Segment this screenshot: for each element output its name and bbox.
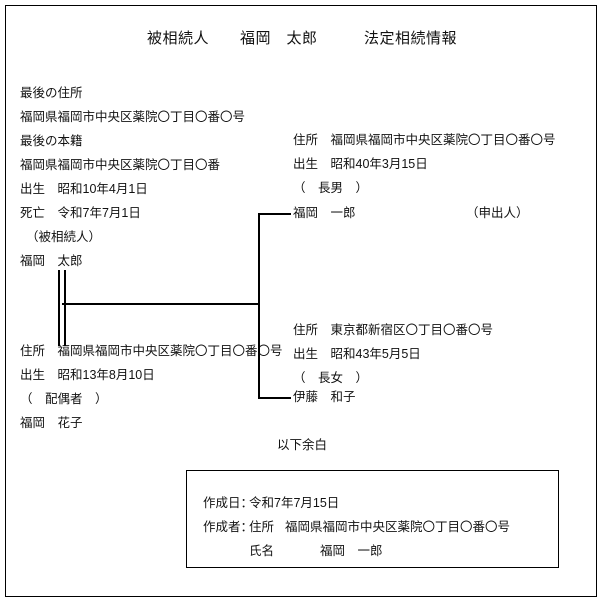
decedent-birth-date: 出生 昭和10年4月1日 bbox=[20, 182, 148, 196]
creation-author-label: 作成者： bbox=[203, 520, 254, 534]
document-border bbox=[5, 5, 597, 597]
heir-1-birth-date: 出生 昭和40年3月15日 bbox=[293, 157, 428, 171]
decedent-last-address-value: 福岡県福岡市中央区薬院〇丁目〇番〇号 bbox=[20, 110, 246, 124]
blank-below-note: 以下余白 bbox=[276, 438, 327, 452]
heir-1-address: 住所 福岡県福岡市中央区薬院〇丁目〇番〇号 bbox=[293, 133, 556, 147]
marriage-line-right bbox=[64, 270, 66, 346]
heir-2-birth-date: 出生 昭和43年5月5日 bbox=[293, 347, 421, 361]
branch-line-heir-1 bbox=[258, 213, 291, 215]
marriage-line-left bbox=[58, 270, 60, 346]
decedent-name: 福岡 太郎 bbox=[20, 254, 83, 268]
heir-1-applicant-mark: （申出人） bbox=[466, 206, 529, 220]
children-spine-line bbox=[258, 213, 260, 399]
spouse-birth-date: 出生 昭和13年8月10日 bbox=[20, 368, 155, 382]
page-title: 被相続人 福岡 太郎 法定相続情報 bbox=[146, 30, 457, 47]
creation-author-name-label: 氏名 bbox=[249, 544, 275, 558]
heir-1-name: 福岡 一郎 bbox=[293, 206, 356, 220]
creation-author-address-value: 福岡県福岡市中央区薬院〇丁目〇番〇号 bbox=[285, 520, 511, 534]
creation-info-box bbox=[186, 470, 559, 568]
spouse-name: 福岡 花子 bbox=[20, 416, 83, 430]
descent-horizontal-line bbox=[62, 303, 259, 305]
heir-1-relation-label: （ 長男 ） bbox=[293, 181, 369, 195]
decedent-last-domicile-label: 最後の本籍 bbox=[20, 134, 83, 148]
heir-2-address: 住所 東京都新宿区〇丁目〇番〇号 bbox=[293, 323, 494, 337]
creation-date-label: 作成日： bbox=[203, 496, 254, 510]
creation-date-value: 令和7年7月15日 bbox=[249, 496, 340, 510]
creation-author-name-value: 福岡 一郎 bbox=[320, 544, 383, 558]
spouse-relation-label: （ 配偶者 ） bbox=[20, 392, 108, 406]
creation-author-address-label: 住所 bbox=[249, 520, 275, 534]
branch-line-heir-2 bbox=[258, 397, 291, 399]
decedent-death-date: 死亡 令和7年7月1日 bbox=[20, 206, 141, 220]
heir-2-name: 伊藤 和子 bbox=[293, 390, 356, 404]
decedent-last-domicile-value: 福岡県福岡市中央区薬院〇丁目〇番 bbox=[20, 158, 221, 172]
heir-2-relation-label: （ 長女 ） bbox=[293, 371, 369, 385]
decedent-relation-label: （被相続人） bbox=[26, 230, 102, 244]
decedent-last-address-label: 最後の住所 bbox=[20, 86, 83, 100]
spouse-address: 住所 福岡県福岡市中央区薬院〇丁目〇番〇号 bbox=[20, 344, 283, 358]
